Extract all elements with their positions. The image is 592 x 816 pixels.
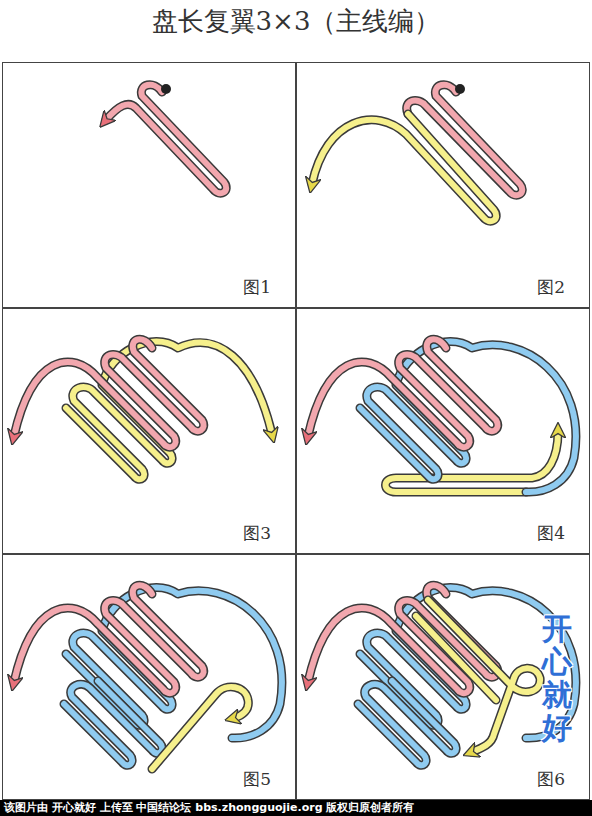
cord-strand [428,600,540,752]
step-panel: 图5 [2,554,296,800]
cord-strand [312,114,496,221]
cord-strand [64,681,162,765]
cord-strand [106,85,226,193]
watermark: 开心就好 [542,612,572,744]
cord-strand [152,687,248,769]
step-6-drawing [308,585,576,765]
cord-strand [312,114,496,221]
cord-strand [428,600,540,752]
step-number: 图4 [535,522,567,545]
cord-strand [66,588,282,739]
cord-strand [14,339,204,447]
step-number: 图6 [535,768,567,791]
step-panel: 图3 [2,308,296,554]
step-number: 图5 [241,768,273,791]
cord-strand [14,339,204,447]
cord-strand [64,681,162,765]
cord-end [455,84,465,94]
step-panel: 图4 [296,308,590,554]
cord-strand [308,339,498,447]
step-number: 图1 [241,276,273,299]
source-banner: 该图片由 开心就好 上传至 中国结论坛 bbs.zhongguojie.org … [0,800,592,816]
cord-strand [308,339,498,447]
diagram-title: 盘长复翼3×3（主线编） [0,4,592,39]
cord-strand [360,342,576,493]
cord-strand [360,342,576,493]
step-2-drawing [312,84,522,221]
step-panel: 图2 [296,62,590,308]
cord-strand [358,681,456,765]
step-3-drawing [14,339,272,479]
cord-strand [66,588,282,739]
cord-strand [152,687,248,769]
step-number: 图2 [535,276,567,299]
step-number: 图3 [241,522,273,545]
cord-end [161,84,171,94]
step-1-drawing [106,84,226,193]
step-5-drawing [14,585,282,769]
cord-strand [14,585,204,693]
step-panel: 图1 [2,62,296,308]
cord-strand [106,85,226,193]
cord-strand [358,681,456,765]
cord-strand [14,585,204,693]
step-4-drawing [308,339,576,492]
